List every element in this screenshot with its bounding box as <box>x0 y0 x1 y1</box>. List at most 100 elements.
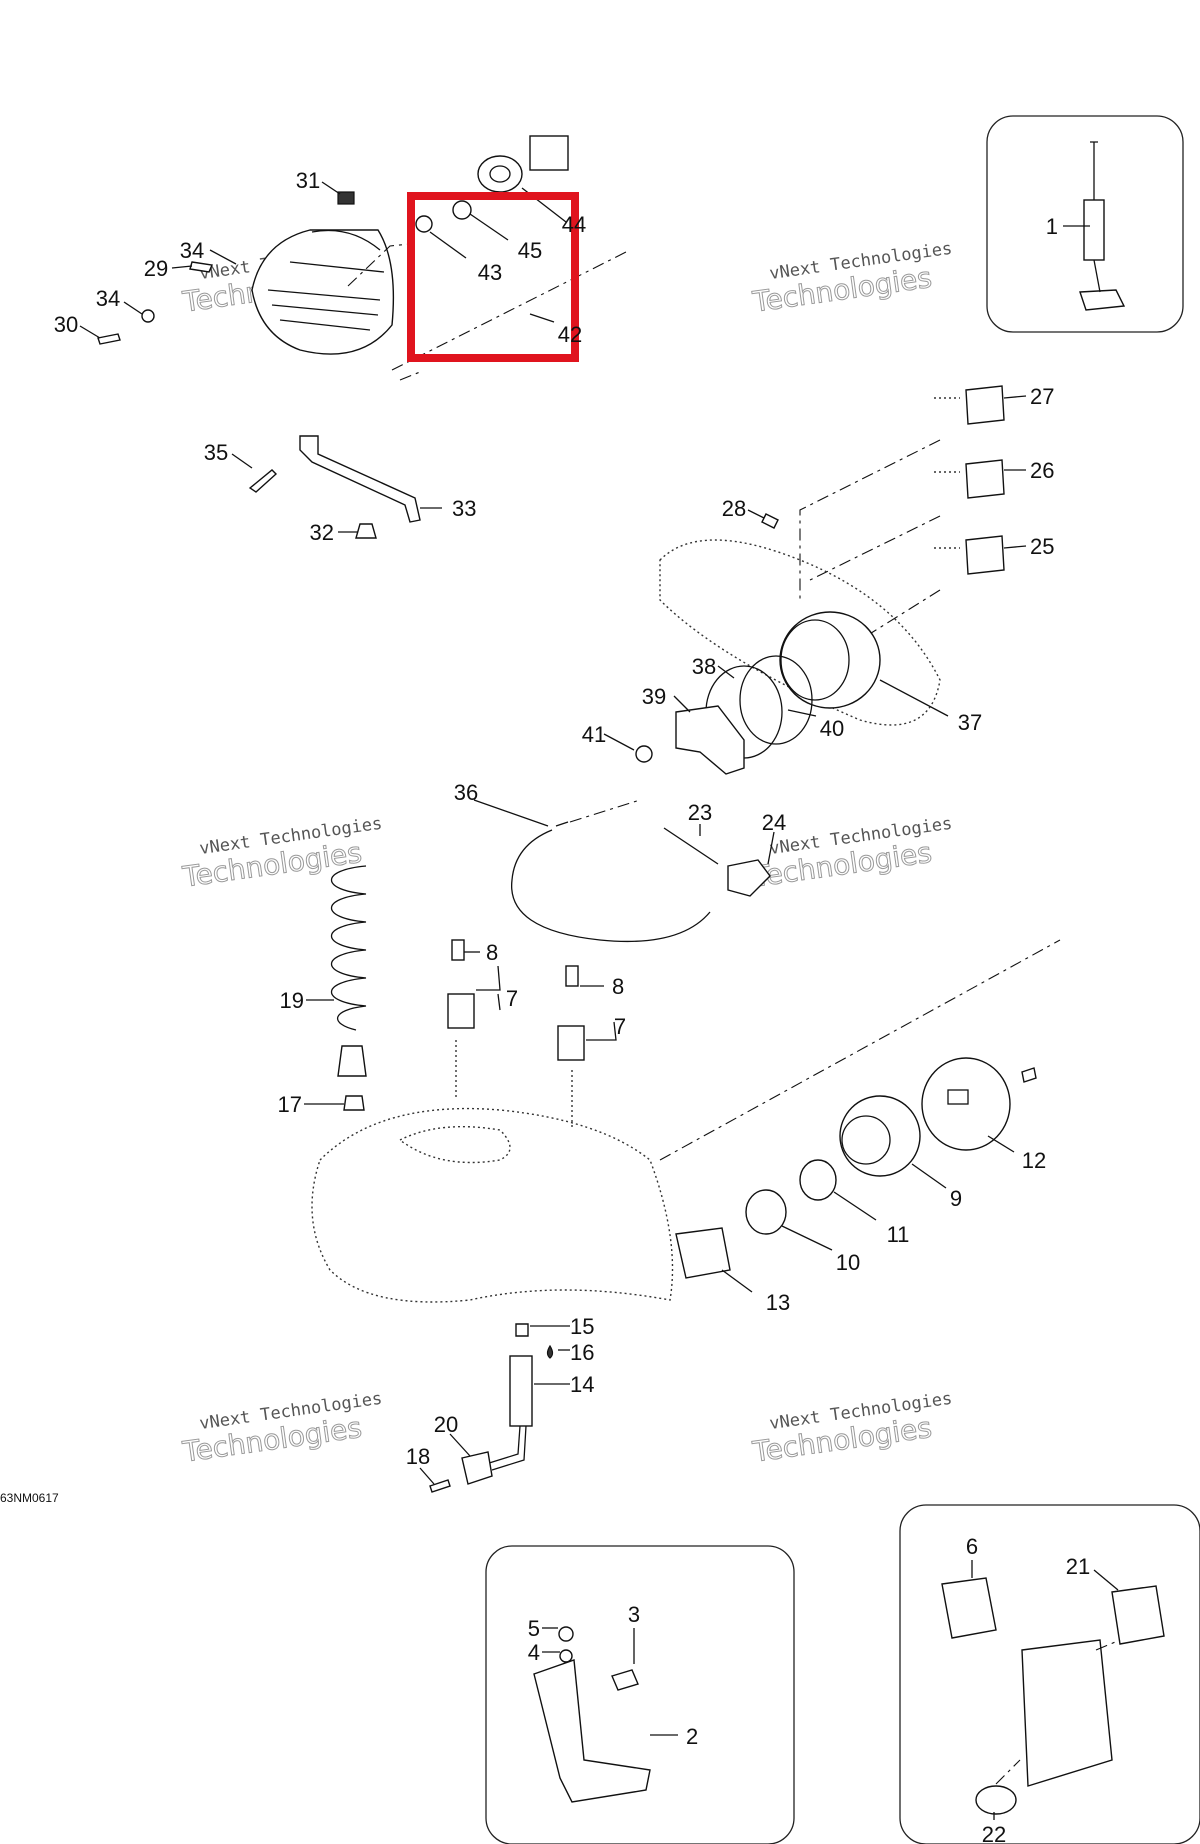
callout-1: 1 <box>1046 214 1058 239</box>
leader-31 <box>321 181 341 195</box>
callout-9: 9 <box>950 1186 962 1211</box>
socket-6 <box>941 1577 997 1639</box>
leader-39 <box>673 695 691 713</box>
callout-labels: 1 2 3 4 5 6 7 7 8 8 9 10 11 12 13 14 15 … <box>54 168 1090 1844</box>
bulb-28 <box>761 513 779 529</box>
leader-41 <box>603 733 635 751</box>
callout-41: 41 <box>582 722 606 747</box>
callout-3: 3 <box>628 1602 640 1627</box>
inset-frame-sensor <box>986 115 1184 333</box>
callout-23: 23 <box>688 800 712 825</box>
callout-33: 33 <box>452 496 476 521</box>
rod-23 <box>663 827 719 865</box>
leader-34b <box>123 301 143 315</box>
callout-37: 37 <box>958 710 982 735</box>
nut-17 <box>343 1095 365 1111</box>
connector-block <box>529 135 569 171</box>
gauge-face <box>780 619 850 701</box>
nut-5 <box>558 1626 574 1642</box>
ring-11 <box>799 1159 837 1201</box>
leader-29 <box>171 265 193 269</box>
callout-8a: 8 <box>486 940 498 965</box>
callout-14: 14 <box>570 1372 594 1397</box>
inset-lamp-leaders <box>995 1639 1121 1785</box>
leader-7a <box>476 965 501 1011</box>
callout-2: 2 <box>686 1724 698 1749</box>
socket-43 <box>415 215 433 233</box>
callout-30: 30 <box>54 312 78 337</box>
leader-13 <box>721 1269 753 1293</box>
leader-20 <box>449 1433 471 1457</box>
ignition-9-face <box>841 1115 891 1165</box>
callout-13: 13 <box>766 1290 790 1315</box>
callout-16: 16 <box>570 1340 594 1365</box>
callout-35: 35 <box>204 440 228 465</box>
sensor-fitting <box>1079 289 1126 311</box>
callout-39: 39 <box>642 684 666 709</box>
coiled-cord-19 <box>331 865 367 1031</box>
drop-16-icon <box>546 1344 554 1359</box>
leader-28 <box>747 509 765 519</box>
leader-21 <box>1093 1569 1119 1591</box>
leader-18 <box>419 1467 435 1485</box>
gasket-40 <box>739 655 813 745</box>
sensor-body-1 <box>1083 199 1105 261</box>
callout-45: 45 <box>518 238 542 263</box>
sensor-14 <box>509 1355 533 1427</box>
bulb-45 <box>452 200 472 220</box>
inset-bracket-assembly <box>533 1626 651 1803</box>
leader-45 <box>469 213 509 241</box>
leader-30 <box>79 325 101 339</box>
cap-15 <box>515 1323 529 1337</box>
inset-frame-bracket <box>485 1545 795 1844</box>
headlamp-housing <box>251 229 395 355</box>
leader-36 <box>473 799 549 827</box>
inset-frame-lamp-socket <box>899 1504 1200 1844</box>
callout-6: 6 <box>966 1534 978 1559</box>
callout-32: 32 <box>310 520 334 545</box>
knob-8a <box>451 939 465 961</box>
nut-32 <box>355 523 377 539</box>
headlamp-reflector <box>311 229 381 251</box>
sensor-assembly <box>1079 141 1126 311</box>
callout-44: 44 <box>562 212 586 237</box>
fastener-35 <box>248 469 278 493</box>
callout-34b: 34 <box>96 286 120 311</box>
leader-40 <box>787 709 817 717</box>
washer-34 <box>141 309 155 323</box>
connector-26 <box>965 459 1005 499</box>
headlamp-axis-lines <box>347 243 631 381</box>
cable-36-leader <box>569 799 641 823</box>
ring-22 <box>975 1785 1017 1815</box>
callout-40: 40 <box>820 716 844 741</box>
callout-29: 29 <box>144 256 168 281</box>
leader-9 <box>911 1163 947 1189</box>
connector-3 <box>611 1669 639 1691</box>
callout-24: 24 <box>762 810 786 835</box>
nut-41 <box>635 745 653 763</box>
callout-42: 42 <box>558 322 582 347</box>
pressure-sensor-assembly <box>429 1323 554 1493</box>
connector-25 <box>965 535 1005 575</box>
washer-4 <box>559 1649 573 1663</box>
bulb-ring-inner <box>489 165 511 183</box>
callout-34a: 34 <box>180 238 204 263</box>
sensor-probe <box>1090 141 1098 202</box>
bracket-assembly <box>248 435 421 539</box>
lanyard-clip <box>337 1045 367 1077</box>
ignition-9 <box>839 1095 921 1177</box>
leader-43 <box>429 231 467 259</box>
inset-lamp-assembly <box>941 1577 1165 1815</box>
callout-15: 15 <box>570 1314 594 1339</box>
callout-7b: 7 <box>614 1014 626 1039</box>
switch-7a <box>447 993 475 1029</box>
callout-12: 12 <box>1022 1148 1046 1173</box>
ignition-assembly <box>675 1057 1037 1279</box>
leader-34a <box>209 249 237 265</box>
bezel-10 <box>745 1189 787 1235</box>
callout-4: 4 <box>528 1640 540 1665</box>
dash-panel-outline <box>659 539 941 726</box>
connector-pins <box>934 397 960 549</box>
knob-8b <box>565 965 579 987</box>
